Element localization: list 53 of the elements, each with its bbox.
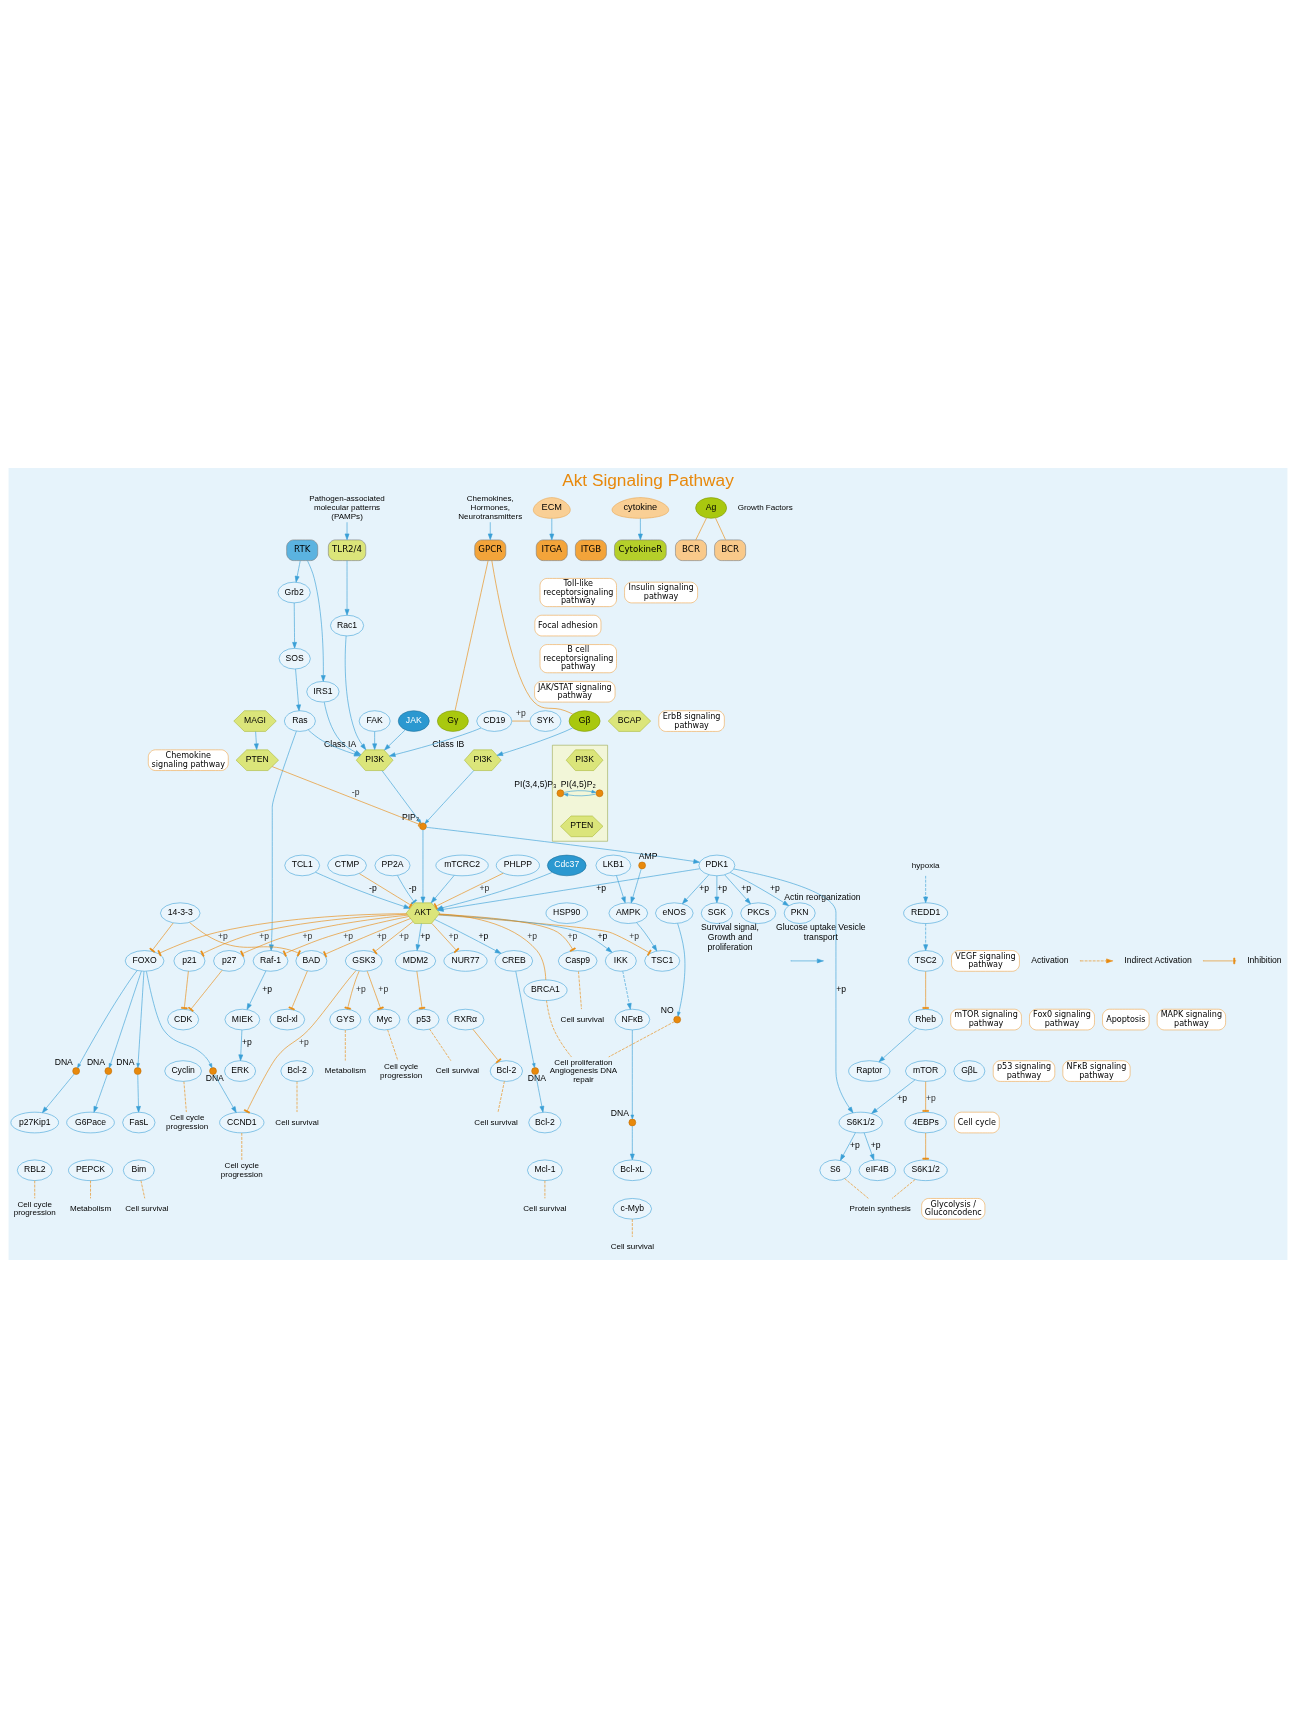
edge-label: -p xyxy=(408,883,417,894)
edge-label: +p xyxy=(741,883,752,894)
edge-label: +p xyxy=(717,883,727,894)
node-label: PIP₃ xyxy=(401,812,420,822)
edge-label: +p xyxy=(527,931,538,942)
edge-label: +p xyxy=(567,931,578,942)
edge-label: +p xyxy=(298,1037,309,1048)
node-label: DNA xyxy=(527,1073,546,1084)
node-label: Survival signal, Growth and proliferation xyxy=(701,922,760,952)
edge-label: +p xyxy=(376,931,387,942)
edge-label: +p xyxy=(399,931,409,942)
edge-label: +p xyxy=(378,984,389,995)
node-label: Class IB xyxy=(432,738,465,749)
edge-label: +p xyxy=(478,931,489,942)
edge-label: +p xyxy=(516,708,526,719)
legend-label: Inhibition xyxy=(1247,954,1282,965)
diagram-title: Akt Signaling Pathway xyxy=(562,470,734,491)
edge-label: -p xyxy=(351,787,360,798)
node-label: DNA xyxy=(86,1056,106,1067)
edge-label: +p xyxy=(925,1092,936,1103)
edge-label: +p xyxy=(259,931,270,942)
edge-label: +p xyxy=(699,883,710,894)
node-label: Glucose uptake Vesicle transport xyxy=(776,922,866,943)
node-label: PI(3,4,5)P₃ xyxy=(514,778,557,789)
legend-label: Activation xyxy=(1031,954,1069,965)
edge-label: +p xyxy=(217,931,228,942)
edge-label: +p xyxy=(448,931,459,942)
node-label: NO xyxy=(660,1005,674,1016)
edge-label: +p xyxy=(629,931,639,942)
edge-label: +p xyxy=(343,931,354,942)
edge-label: +p xyxy=(836,984,847,995)
edge-label: +p xyxy=(897,1092,907,1103)
edge-label: +p xyxy=(355,984,366,995)
edge-label: +p xyxy=(262,984,273,995)
edge-label: +p xyxy=(770,883,780,894)
edge-label: +p xyxy=(597,931,608,942)
edge-label: +p xyxy=(479,883,490,894)
node-label: Actin reorganization xyxy=(784,891,861,902)
edge-label: +p xyxy=(596,883,607,894)
edge-label: +p xyxy=(420,931,431,942)
edge-label: +p xyxy=(850,1140,860,1151)
edge-label: -p xyxy=(369,883,377,894)
edge-label: +p xyxy=(242,1037,252,1048)
node-label: PI(4,5)P₂ xyxy=(560,778,596,789)
node-label: DNA xyxy=(610,1108,630,1119)
node-label: DNA xyxy=(205,1073,224,1084)
node-label: AMP xyxy=(638,851,658,862)
node-label: Class IA xyxy=(324,738,357,749)
node-label: DNA xyxy=(54,1056,73,1067)
legend-label: Indirect Activation xyxy=(1124,954,1192,965)
edge-label: +p xyxy=(870,1140,881,1151)
node-label: DNA xyxy=(116,1056,135,1067)
edge-label: +p xyxy=(302,931,313,942)
